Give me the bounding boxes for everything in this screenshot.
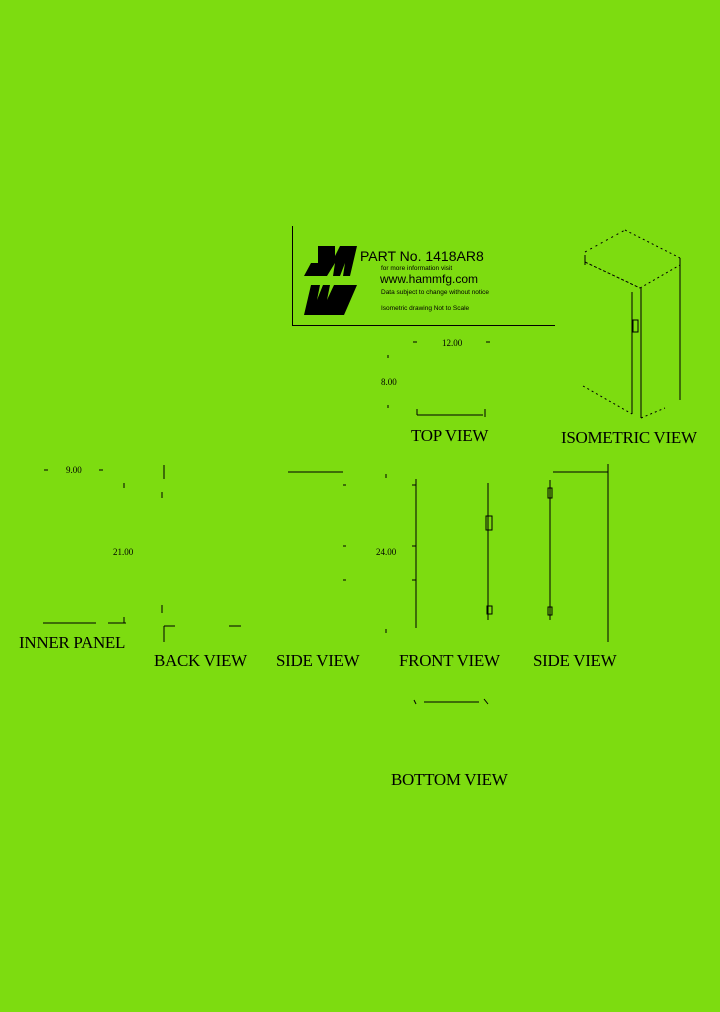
hammond-logo-icon (304, 246, 357, 315)
side-view-left-drawing (288, 471, 387, 633)
inner-panel-drawing (43, 469, 126, 624)
title-block-left-border (292, 226, 293, 326)
label-side-view-left: SIDE VIEW (276, 651, 360, 670)
scale-note: Isometric drawing Not to Scale (381, 305, 470, 312)
info-line: for more information visit (381, 265, 453, 272)
label-back-view: BACK VIEW (154, 651, 247, 670)
top-view-drawing (387, 341, 490, 417)
label-side-view-right: SIDE VIEW (533, 651, 617, 670)
label-inner-panel: INNER PANEL (19, 633, 126, 652)
change-notice: Data subject to change without notice (381, 289, 490, 296)
front-view-drawing (412, 479, 493, 628)
dim-top-width: 12.00 (442, 338, 463, 348)
isometric-drawing (582, 229, 681, 419)
dim-top-depth: 8.00 (381, 377, 397, 387)
website-link[interactable]: www.hammfg.com (380, 272, 479, 286)
dim-overall-height: 24.00 (376, 547, 397, 557)
back-view-drawing (161, 465, 241, 642)
label-bottom-view: BOTTOM VIEW (391, 770, 508, 789)
title-block-bottom-border (292, 325, 555, 326)
label-isometric-view: ISOMETRIC VIEW (561, 428, 697, 447)
part-number: PART No. 1418AR8 (360, 248, 484, 264)
label-front-view: FRONT VIEW (399, 651, 500, 670)
side-view-right-drawing (547, 464, 609, 642)
bottom-view-drawing (413, 698, 489, 705)
dim-inner-height: 21.00 (113, 547, 134, 557)
label-top-view: TOP VIEW (411, 426, 489, 445)
dim-inner-width: 9.00 (66, 465, 82, 475)
